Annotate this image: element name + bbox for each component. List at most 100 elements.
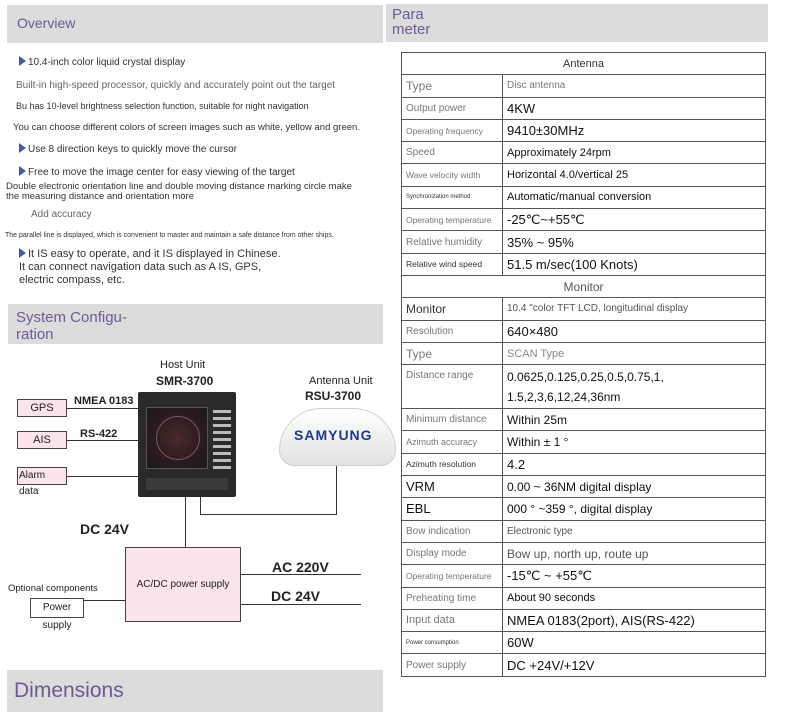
overview-item: 10.4-inch color liquid crystal display xyxy=(19,56,185,68)
ac220-line xyxy=(241,574,361,575)
param-value: 000 ° ~359 °, digital display xyxy=(502,497,766,521)
param-label: EBL xyxy=(401,497,503,521)
overview-item-text: It IS easy to operate, and it IS display… xyxy=(28,248,281,260)
overview-header: Overview xyxy=(7,5,383,43)
param-value: 0.0625,0.125,0.25,0.5,0.75,1, 1.5,2,3,6,… xyxy=(502,364,766,410)
param-label: Preheating time xyxy=(401,586,503,610)
ac220-label: AC 220V xyxy=(272,559,329,575)
optional-power-line xyxy=(84,600,125,601)
nmea-label: NMEA 0183 xyxy=(74,395,134,407)
overview-item-text: 10.4-inch color liquid crystal display xyxy=(28,57,186,68)
antenna-brand: SAMYUNG xyxy=(294,427,373,443)
dc24-bottom-label: DC 24V xyxy=(271,588,321,604)
param-value: -15℃ ~ +55℃ xyxy=(502,564,766,588)
host-unit-label: Host Unit xyxy=(160,359,206,371)
antenna-unit-label: Antenna Unit xyxy=(309,375,373,387)
param-value-line: 1.5,2,3,6,12,24,36nm xyxy=(507,389,621,404)
param-value: 640×480 xyxy=(502,319,766,343)
overview-item-text: Built-in high-speed processor, quickly a… xyxy=(16,80,336,91)
bullet-arrow-icon xyxy=(19,248,26,258)
parameter-title-line1: Para xyxy=(392,6,424,23)
param-value: Horizontal 4.0/vertical 25 xyxy=(502,163,766,187)
dc24-line xyxy=(241,604,361,605)
overview-item-text: Bu has 10-level brightness selection fun… xyxy=(16,101,309,111)
param-label: Power consumption xyxy=(401,631,503,655)
radar-sweep-icon xyxy=(156,416,200,460)
keypad xyxy=(213,410,231,470)
ais-connector xyxy=(67,440,138,441)
gps-connector xyxy=(67,408,138,409)
overview-item: Free to move the image center for easy v… xyxy=(19,166,295,178)
rs422-label: RS-422 xyxy=(80,428,118,440)
dimensions-header: Dimensions xyxy=(7,670,383,712)
host-unit-device xyxy=(138,392,236,497)
dc24-top-label: DC 24V xyxy=(80,521,130,537)
overview-item-text: Add accuracy xyxy=(31,209,92,220)
param-label: Type xyxy=(401,341,503,366)
param-value: DC +24V/+12V xyxy=(502,653,766,677)
overview-item-text: the measuring distance and orientation m… xyxy=(6,191,195,202)
param-value: 60W xyxy=(502,631,766,655)
param-label: Azimuth resolution xyxy=(401,452,503,477)
param-label: Azimuth accuracy xyxy=(401,430,503,454)
overview-item: You can choose different colors of scree… xyxy=(13,122,360,133)
overview-item-text: Free to move the image center for easy v… xyxy=(28,167,295,178)
param-label: Operating temperature xyxy=(401,208,503,232)
host-model-label: SMR-3700 xyxy=(156,374,214,388)
antenna-section-title: Antenna xyxy=(401,51,766,76)
monitor-section-title: Monitor xyxy=(401,274,766,299)
param-label: Speed xyxy=(401,141,503,165)
dimensions-title: Dimensions xyxy=(14,679,124,702)
overview-item: Add accuracy xyxy=(31,209,92,220)
system-config-title-line1: System Configu- xyxy=(16,309,127,326)
param-value: SCAN Type xyxy=(502,341,766,366)
antenna-model-label: RSU-3700 xyxy=(305,389,362,403)
table-row: Operating temperature-15℃ ~ +55℃ xyxy=(401,564,766,588)
param-value: Within 25m xyxy=(502,408,766,432)
param-value: 0.00 ~ 36NM digital display xyxy=(502,475,766,499)
param-label: Output power xyxy=(401,96,503,120)
overview-item-text: It can connect navigation data such as A… xyxy=(19,261,262,273)
param-value: 4.2 xyxy=(502,452,766,477)
param-value: Disc antenna xyxy=(502,74,766,98)
param-label: Wave velocity width xyxy=(401,163,503,187)
overview-item: Use 8 direction keys to quickly move the… xyxy=(19,143,237,155)
param-value: Bow up, north up, route up xyxy=(502,541,766,566)
overview-item-text: electric compass, etc. xyxy=(19,274,125,286)
param-value: 35% ~ 95% xyxy=(502,230,766,254)
parameter-header: Para meter xyxy=(386,4,768,42)
overview-item: It IS easy to operate, and it IS display… xyxy=(19,248,281,287)
system-config-header: System Configu- ration xyxy=(8,304,383,344)
parameter-title-line2: meter xyxy=(392,21,431,38)
param-label: Resolution xyxy=(401,319,503,343)
power-cable xyxy=(185,497,186,547)
overview-item: Built-in high-speed processor, quickly a… xyxy=(16,80,335,91)
param-label: Synchronization method xyxy=(401,185,503,210)
table-row: Monitor xyxy=(401,274,766,299)
param-value: About 90 seconds xyxy=(502,586,766,610)
param-value: Within ± 1 ° xyxy=(502,430,766,454)
antenna-cable-to-host xyxy=(200,497,201,515)
param-label: Relative wind speed xyxy=(401,252,503,276)
param-label: Minimum distance xyxy=(401,408,503,432)
param-label: Input data xyxy=(401,608,503,633)
table-row: Antenna xyxy=(401,51,766,76)
overview-title: Overview xyxy=(17,15,76,31)
param-value: -25℃~+55℃ xyxy=(502,208,766,232)
param-value: 9410±30MHz xyxy=(502,118,766,143)
